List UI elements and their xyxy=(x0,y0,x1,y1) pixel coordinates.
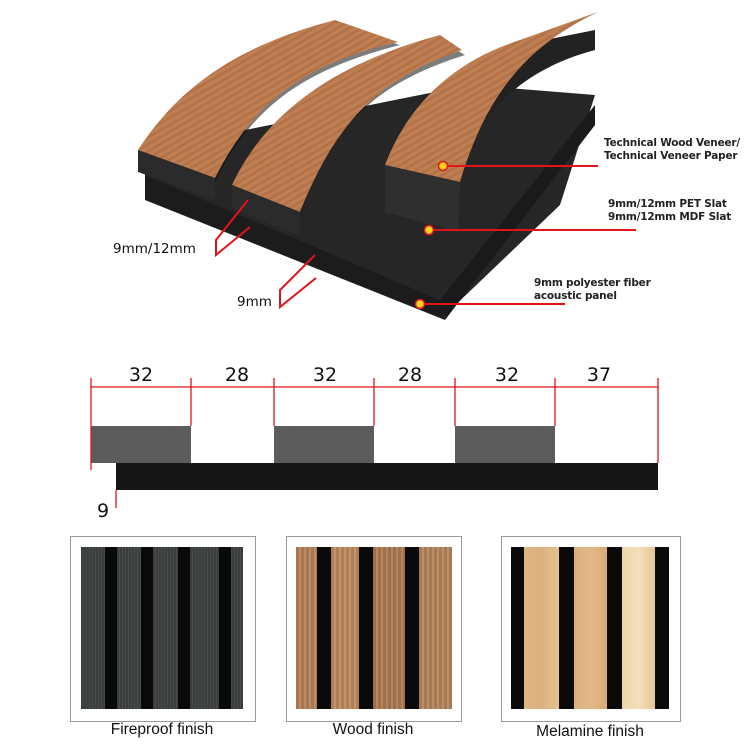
finish-card-wood xyxy=(286,536,462,722)
dimension-lines xyxy=(90,378,659,508)
finish-label-melamine: Melamine finish xyxy=(536,723,644,740)
callout-line: 9mm/12mm MDF Slat xyxy=(608,211,732,223)
finish-card-melamine xyxy=(501,536,681,722)
callout-slat xyxy=(423,224,636,236)
section-base xyxy=(116,463,658,490)
callout-label-base: 9mm polyester fiber acoustic panel xyxy=(534,277,651,303)
section-slat xyxy=(274,426,374,463)
finish-label-fireproof: Fireproof finish xyxy=(110,721,214,738)
slat-left xyxy=(138,20,400,200)
base-thickness-label: 9mm xyxy=(237,294,272,310)
width-label-gap-1: 28 xyxy=(224,364,250,386)
width-label-gap-3: 37 xyxy=(586,364,612,386)
width-label-slat-3: 32 xyxy=(494,364,520,386)
callout-label-slat: 9mm/12mm PET Slat 9mm/12mm MDF Slat xyxy=(608,198,731,224)
section-slat xyxy=(455,426,555,463)
base-offset-label: 9 xyxy=(96,500,110,522)
finish-label-wood: Wood finish xyxy=(332,721,414,738)
fireproof-swatch xyxy=(81,547,243,709)
width-label-slat-2: 32 xyxy=(312,364,338,386)
callout-line: Technical Wood Veneer/ xyxy=(604,137,741,149)
exploded-view-illustration xyxy=(138,12,636,320)
callout-base xyxy=(414,298,565,310)
callout-line: 9mm polyester fiber xyxy=(534,277,651,289)
callout-line: acoustic panel xyxy=(534,290,617,302)
cross-section-drawing xyxy=(90,378,659,508)
base-thickness-marker xyxy=(279,254,317,310)
width-label-slat-1: 32 xyxy=(128,364,154,386)
slat-right xyxy=(385,12,598,232)
callout-label-veneer: Technical Wood Veneer/ Technical Veneer … xyxy=(604,137,740,163)
exploded-view: Technical Wood Veneer/ Technical Veneer … xyxy=(0,0,750,340)
slat-thickness-label: 9mm/12mm xyxy=(113,241,196,257)
base-panel xyxy=(145,85,595,320)
wood-swatch xyxy=(296,547,452,709)
slat-thickness-marker xyxy=(215,199,251,258)
section-slat xyxy=(91,426,191,463)
finish-card-fireproof xyxy=(70,536,256,722)
slat-middle xyxy=(232,35,465,236)
melamine-swatch xyxy=(511,547,669,709)
cross-section: 32 28 32 28 32 37 9 xyxy=(0,350,750,530)
callout-veneer xyxy=(437,160,598,172)
callout-line: Technical Veneer Paper xyxy=(604,150,738,162)
callout-line: 9mm/12mm PET Slat xyxy=(608,198,727,210)
finish-options: Fireproof finish Wood finish Melamine fi… xyxy=(0,535,750,750)
width-label-gap-2: 28 xyxy=(397,364,423,386)
